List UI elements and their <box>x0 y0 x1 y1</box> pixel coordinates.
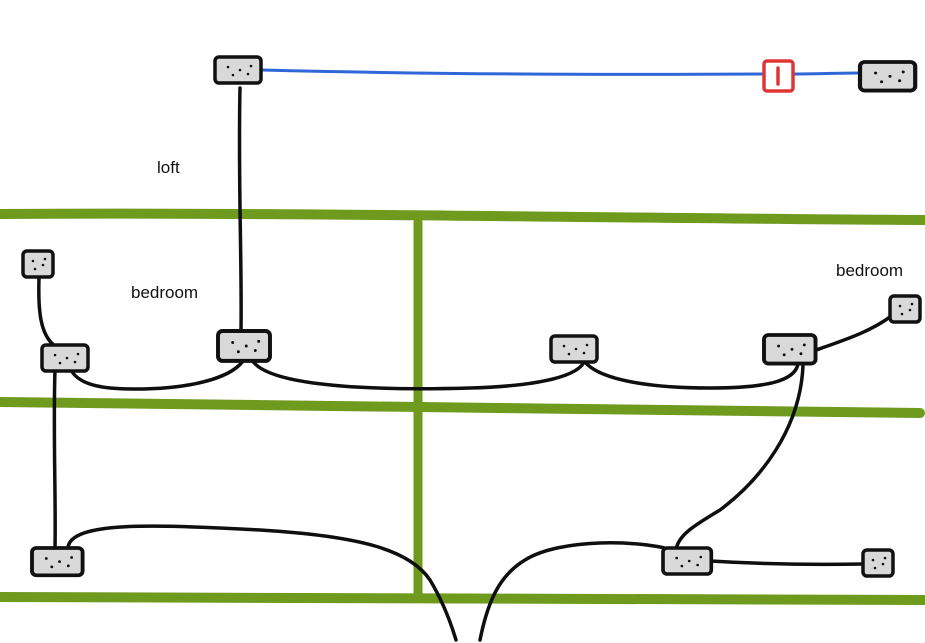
blue-cable <box>260 68 862 76</box>
blue-cable-segment-2 <box>791 71 862 76</box>
network-box-icon <box>860 62 915 91</box>
network-box-icon <box>213 55 263 85</box>
room-label-loft: loft <box>157 158 180 177</box>
network-box-icon <box>762 333 818 366</box>
wall-line-center <box>413 217 423 601</box>
room-label-bedroom-left: bedroom <box>131 283 199 302</box>
network-box-icon <box>21 249 55 279</box>
network-box-icon <box>549 334 599 364</box>
black-cables <box>37 86 897 642</box>
cable-left-vertical-top <box>37 276 57 348</box>
cable-bedroom-hub-to-left <box>68 356 247 391</box>
cable-top-to-bedroom <box>237 86 243 332</box>
cable-lower-left-to-exit <box>66 524 458 642</box>
cable-right-down <box>674 364 805 552</box>
red-square-marker-icon <box>762 59 795 93</box>
cable-lower-right <box>708 559 865 567</box>
blue-cable-segment-1 <box>260 68 765 76</box>
cable-left-vertical-bottom <box>52 368 57 550</box>
cable-center-to-right <box>583 360 800 390</box>
network-box-icon <box>861 548 895 578</box>
devices <box>21 55 922 578</box>
floor-lines <box>0 208 925 605</box>
network-box-icon <box>888 294 922 324</box>
cable-bedroom-hub-to-center <box>250 358 587 391</box>
network-box-icon <box>661 546 714 576</box>
room-label-bedroom-right: bedroom <box>836 261 904 280</box>
floor-line-lower <box>0 592 925 605</box>
cable-lower-right-to-exit <box>478 541 674 642</box>
network-box-icon <box>40 343 90 373</box>
network-box-icon <box>30 546 85 578</box>
floor-line-upper <box>0 208 925 225</box>
floor-line-middle <box>0 397 925 418</box>
network-box-icon <box>218 331 270 361</box>
cable-right-to-corner <box>814 311 897 352</box>
